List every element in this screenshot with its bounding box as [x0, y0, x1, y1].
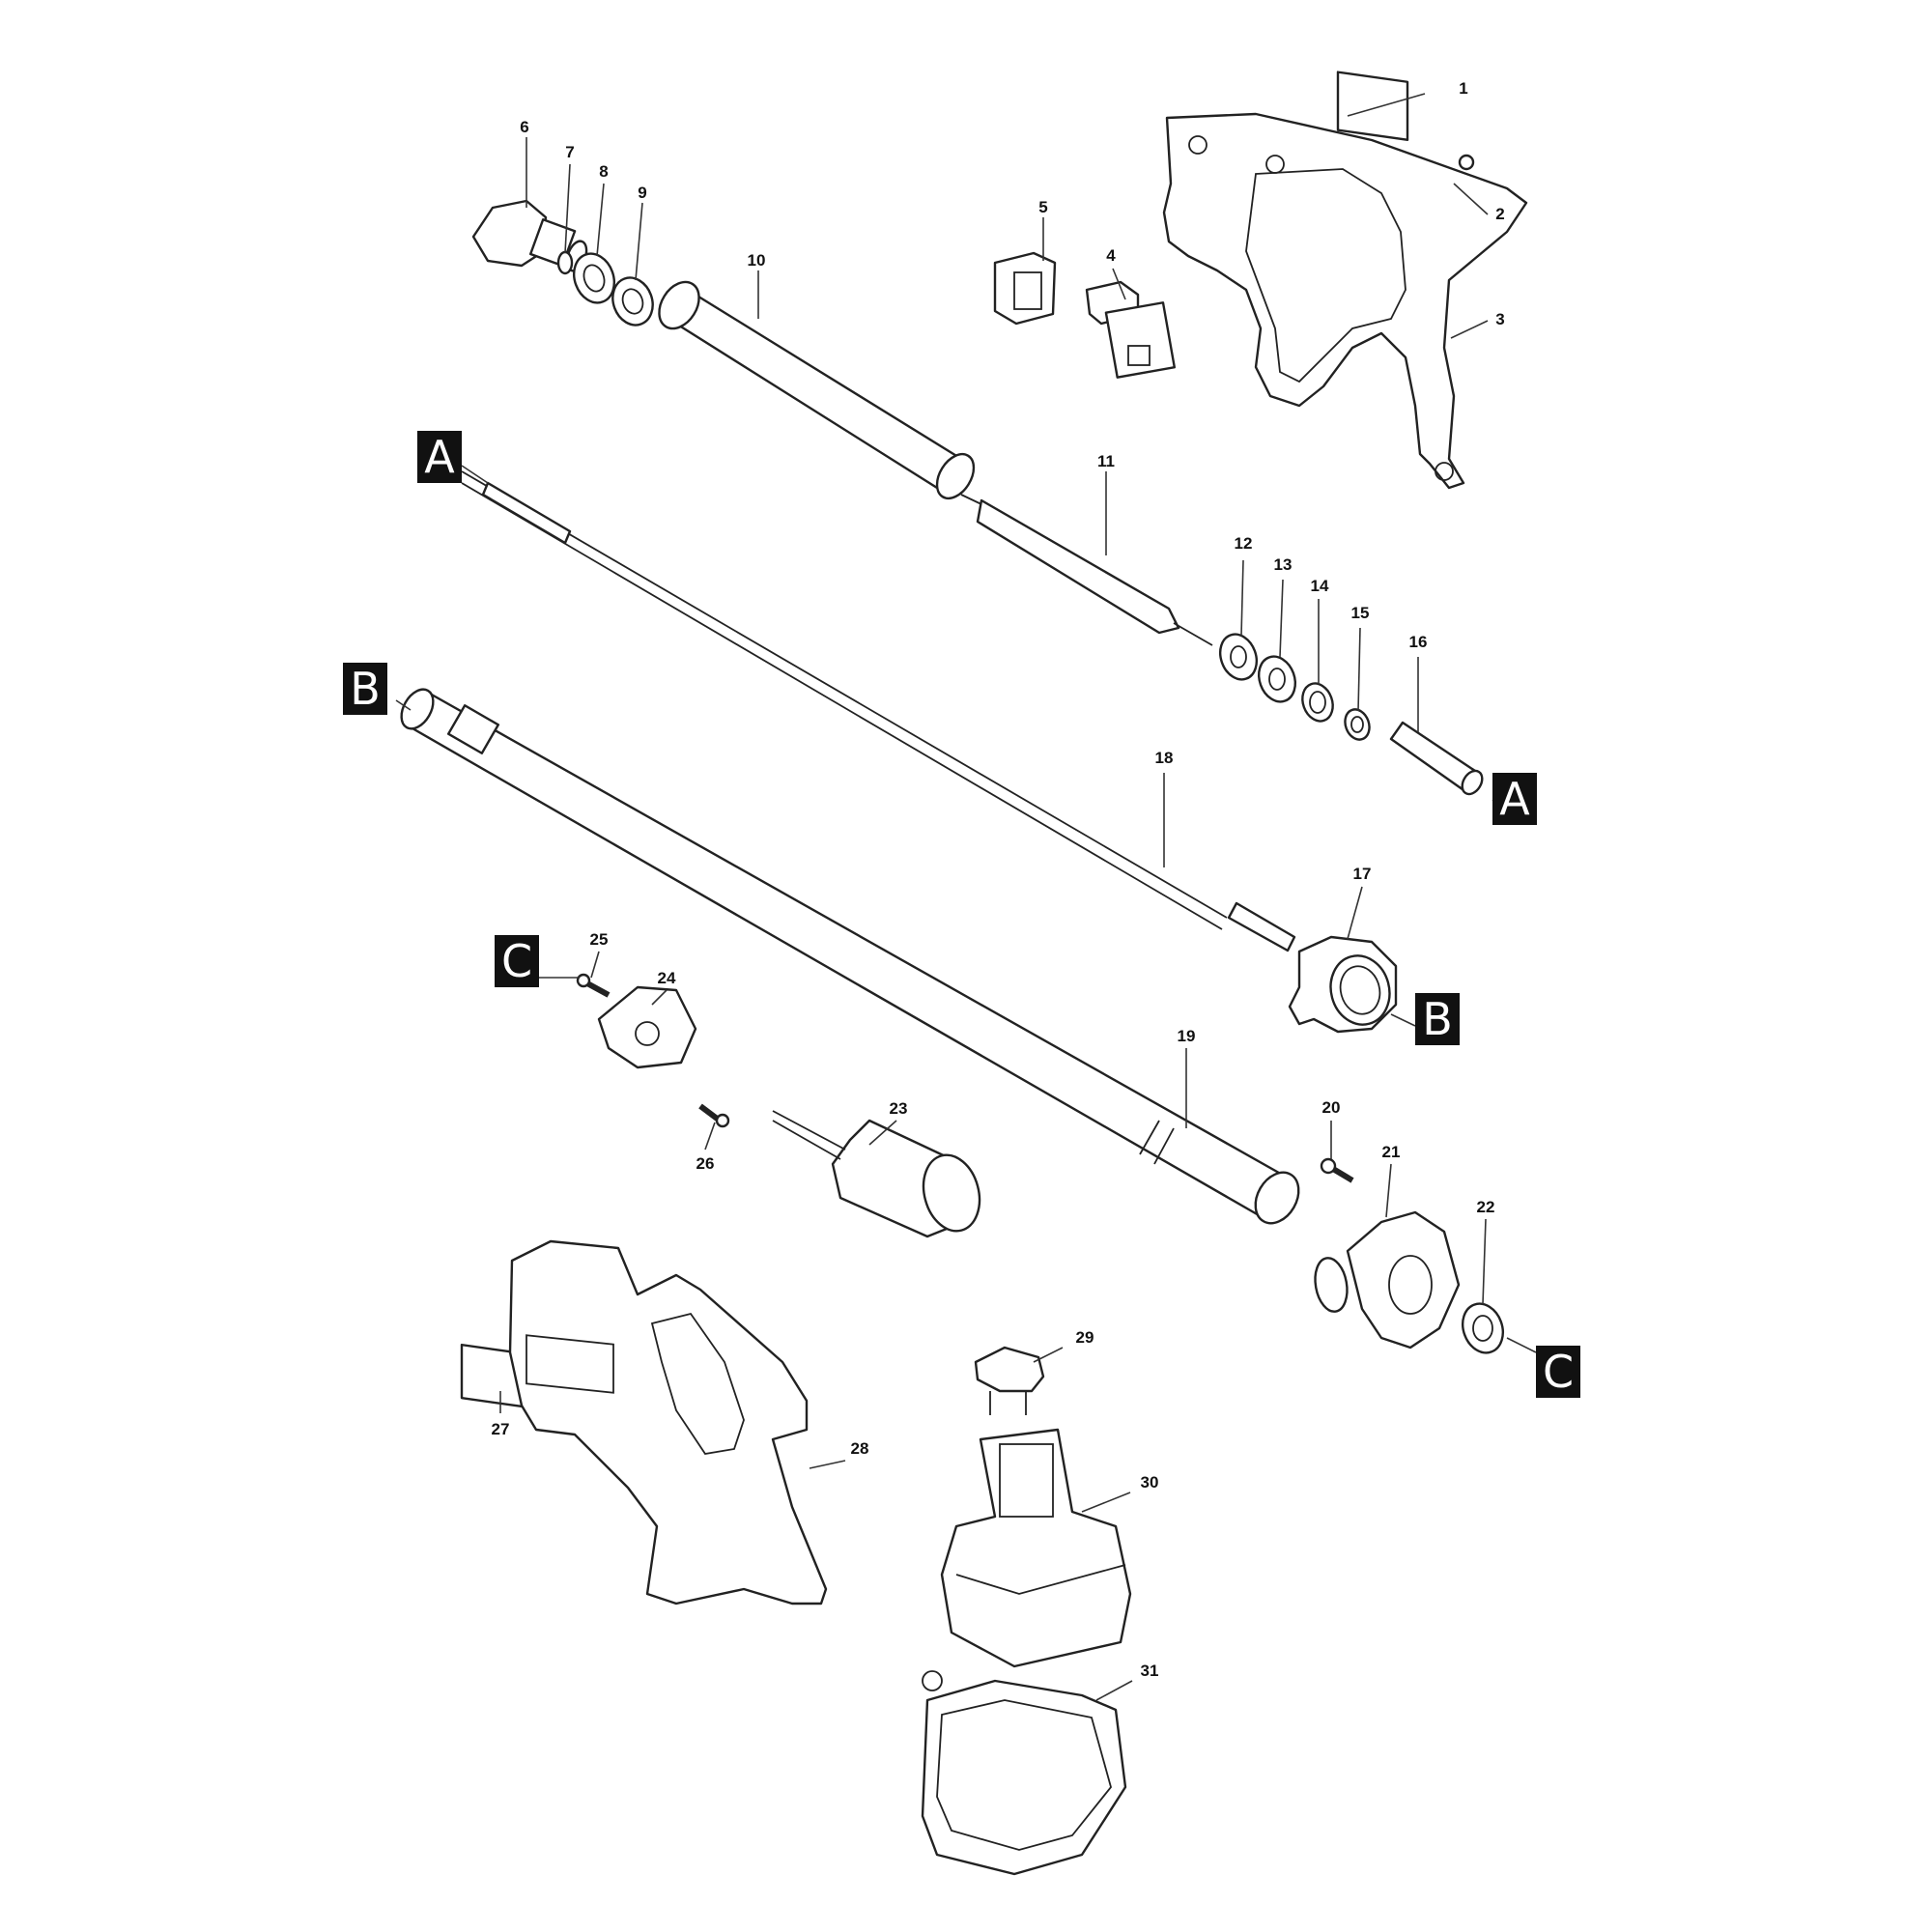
ref-letter-c-bottom: C	[1543, 1346, 1574, 1398]
callout-6: 6	[520, 118, 528, 136]
callout-4: 4	[1106, 246, 1116, 265]
callout-labels: 1 2 3 4 5 6 7 8 9 10 11 12 13 14 15 16 1…	[492, 79, 1505, 1680]
callout-7: 7	[565, 143, 574, 161]
callout-15: 15	[1351, 604, 1370, 622]
callout-27: 27	[492, 1420, 510, 1438]
callout-20: 20	[1322, 1098, 1341, 1117]
callout-19: 19	[1178, 1027, 1196, 1045]
part-sleeve-16	[1389, 721, 1484, 796]
ref-tag-b-bottom: B	[1415, 993, 1460, 1045]
ref-tag-c-bottom: C	[1536, 1346, 1580, 1398]
part-adjusting-nut	[1288, 935, 1398, 1034]
callout-29: 29	[1076, 1328, 1094, 1347]
ref-tag-c-top: C	[495, 935, 539, 987]
callout-31: 31	[1141, 1662, 1159, 1680]
callout-14: 14	[1311, 577, 1329, 595]
part-main-tube-19	[400, 688, 1300, 1225]
callout-30: 30	[1141, 1473, 1159, 1492]
part-screw-26	[698, 1103, 730, 1128]
ref-letter-c-top: C	[501, 935, 532, 987]
callout-12: 12	[1235, 534, 1253, 553]
ref-letter-a-bottom: A	[1499, 773, 1530, 825]
callout-8: 8	[599, 162, 608, 181]
part-rod-18	[461, 470, 1296, 952]
callout-3: 3	[1495, 310, 1504, 328]
callout-24: 24	[658, 969, 676, 987]
part-switch-frame	[993, 251, 1057, 326]
callout-22: 22	[1477, 1198, 1495, 1216]
part-housing-half-right	[1162, 112, 1528, 490]
callout-21: 21	[1382, 1143, 1401, 1161]
callout-18: 18	[1155, 749, 1174, 767]
part-flange-21	[1314, 1210, 1461, 1350]
ref-tag-b-top: B	[343, 663, 387, 715]
part-bearing-8	[573, 252, 615, 304]
part-ring-14	[1301, 682, 1334, 723]
callout-9: 9	[638, 184, 646, 202]
part-battery-30	[940, 1428, 1132, 1668]
callout-26: 26	[696, 1154, 715, 1173]
part-shaft-11	[960, 494, 1213, 646]
callout-25: 25	[590, 930, 609, 949]
part-tube-10	[658, 280, 976, 500]
part-nose-chuck	[471, 199, 588, 272]
part-retaining-ring	[556, 250, 574, 275]
ref-letter-a-top: A	[424, 431, 455, 483]
callout-13: 13	[1274, 555, 1293, 574]
ref-tag-a-bottom: A	[1492, 773, 1537, 825]
part-washer-15	[1344, 708, 1371, 741]
callout-2: 2	[1495, 205, 1504, 223]
part-bracket-24	[597, 985, 697, 1069]
part-screw-20	[1320, 1157, 1354, 1183]
part-bearing-22	[1462, 1302, 1504, 1354]
part-bearing-12	[1218, 633, 1259, 681]
part-bearing-9	[611, 276, 654, 327]
leader-lines	[395, 93, 1537, 1701]
part-battery-cover-31	[921, 1670, 1127, 1876]
reference-tags: A A B B C C	[343, 431, 1580, 1398]
callout-17: 17	[1353, 865, 1372, 883]
part-switch	[1085, 280, 1176, 379]
callout-5: 5	[1038, 198, 1047, 216]
part-screw-25	[576, 973, 611, 998]
callout-23: 23	[890, 1099, 908, 1118]
callout-10: 10	[748, 251, 766, 270]
part-bearing-13	[1257, 655, 1297, 703]
part-housing-half-left	[508, 1239, 828, 1605]
callout-28: 28	[851, 1439, 869, 1458]
callout-16: 16	[1409, 633, 1428, 651]
part-motor-23	[772, 1110, 981, 1238]
ref-letter-b-top: B	[350, 663, 381, 715]
ref-letter-b-bottom: B	[1422, 993, 1453, 1045]
callout-11: 11	[1097, 452, 1115, 470]
ref-tag-a-top: A	[417, 431, 462, 483]
part-clip-29	[974, 1346, 1045, 1415]
callout-1: 1	[1459, 79, 1467, 98]
part-label-plate	[1336, 71, 1409, 141]
